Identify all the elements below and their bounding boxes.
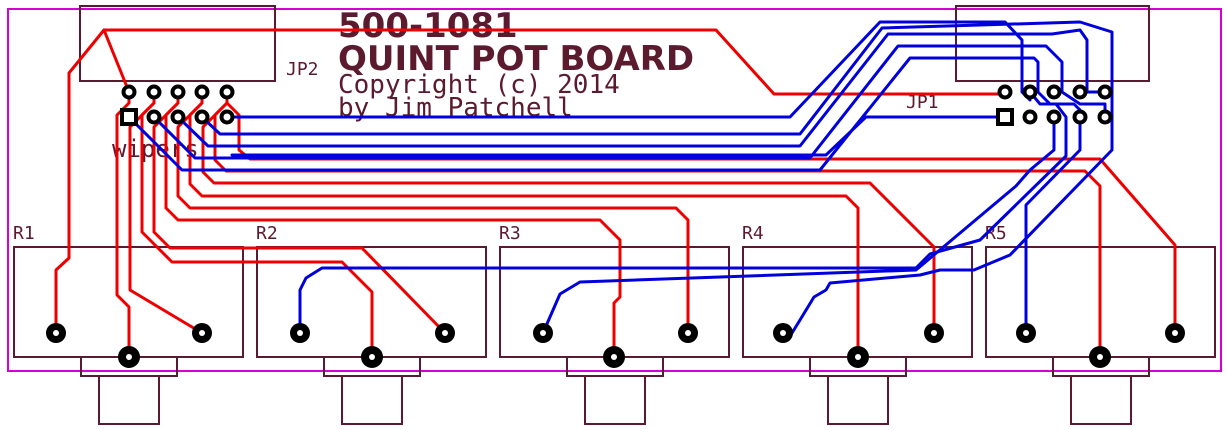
jp1-label: JP1: [906, 92, 939, 113]
board-outline: [7, 8, 1222, 372]
part-number: 500-1081: [338, 6, 518, 46]
jp1-header-pads: [996, 84, 1113, 126]
copyright-text: Copyright (c) 2014: [338, 70, 620, 100]
top-copper-traces: [54, 28, 1177, 359]
board-title: QUINT POT BOARD: [338, 39, 694, 79]
jp2-label: JP2: [286, 59, 319, 80]
jp1-housing: [955, 5, 1150, 82]
pot-label-r3: R3: [499, 223, 521, 244]
bottom-copper-traces: [127, 20, 1114, 335]
pot-label-r4: R4: [742, 223, 764, 244]
jp2-housing: [79, 5, 276, 82]
pot-pads: [46, 323, 1185, 368]
pot-label-r1: R1: [13, 223, 35, 244]
jp2-header-pads: [120, 84, 235, 126]
pot-label-r2: R2: [256, 223, 278, 244]
